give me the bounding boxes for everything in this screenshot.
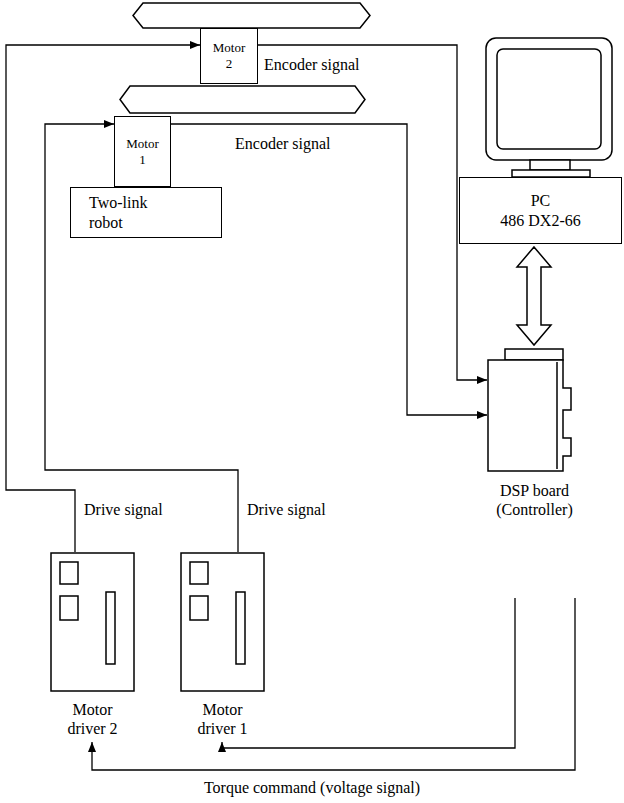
robot-base-box: Two-link robot (70, 187, 222, 238)
signal-wire (258, 45, 487, 380)
monitor-frame (486, 38, 612, 160)
motor-driver: Motor driver 1 (175, 552, 270, 742)
signal-wire (6, 45, 200, 552)
signal-label: Drive signal (82, 500, 165, 519)
pc-box: PC486 DX2-66 (459, 177, 622, 244)
dsp-board: DSP board (Controller) (487, 348, 582, 598)
lower-link (120, 86, 365, 113)
driver-housing (180, 552, 265, 692)
signal-label: Encoder signal (262, 55, 362, 74)
node-text: Motor 2 (209, 40, 249, 71)
monitor-screen (497, 49, 601, 149)
signal-wire (45, 124, 238, 552)
node-text: Two-link robot (89, 193, 169, 231)
signal-label: Encoder signal (233, 134, 333, 153)
bidirectional-arrow (517, 247, 551, 345)
motor-box: Motor 2 (200, 28, 258, 84)
monitor-base (512, 170, 590, 177)
driver-housing (50, 552, 135, 692)
motor-driver: Motor driver 2 (45, 552, 140, 742)
signal-wire (171, 124, 487, 415)
node-text: 486 DX2-66 (500, 211, 580, 230)
signal-wire (222, 598, 515, 748)
node-text: Motor driver 2 (61, 700, 125, 738)
motor-box: Motor 1 (114, 116, 171, 187)
monitor-neck (530, 160, 570, 170)
upper-link (133, 3, 370, 28)
node-text: PC (531, 191, 551, 210)
signal-wire (92, 598, 575, 770)
signal-label: Drive signal (245, 500, 328, 519)
signal-caption: Torque command (voltage signal) (202, 778, 422, 797)
node-text: Motor 1 (123, 136, 163, 167)
node-text: DSP board (Controller) (490, 481, 580, 519)
node-text: Motor driver 1 (191, 700, 255, 738)
dsp-card (487, 348, 582, 473)
